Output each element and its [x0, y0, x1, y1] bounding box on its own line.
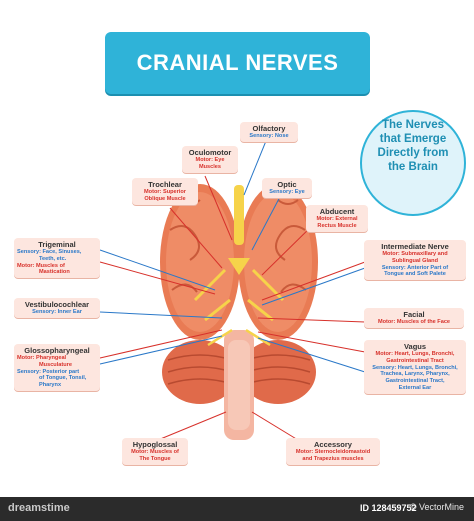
- nerve-sensory: Gastrointestinal Tract,: [385, 378, 445, 385]
- nerve-name: Olfactory: [252, 124, 286, 133]
- nerve-name: Optic: [277, 180, 297, 189]
- nerve-motor: Motor: Eye: [195, 157, 225, 163]
- nerve-sensory: Pharynx: [39, 382, 62, 389]
- label-oculomotor: Oculomotor Motor: Eye Muscles: [182, 146, 238, 173]
- nerve-motor: Muscles: [198, 163, 222, 170]
- tagline-line: The Nerves: [381, 119, 444, 131]
- tagline-text: The Nerves that Emerge Directly from the…: [360, 118, 466, 174]
- nerve-sensory: Sensory: Eye: [269, 189, 305, 195]
- footer-id: ID 128459752: [360, 503, 417, 513]
- label-olfactory: Olfactory Sensory: Nose: [240, 122, 298, 142]
- nerve-motor: Motor: Sternocleidomastoid: [295, 449, 371, 455]
- nerve-motor: Motor: Muscles of the Face: [377, 319, 451, 325]
- tagline-line: the Brain: [388, 161, 438, 173]
- label-trochlear: Trochlear Motor: Superior Oblique Muscle: [132, 178, 198, 205]
- nerve-motor: Motor: External: [316, 216, 358, 222]
- nerve-sensory: Sensory: Posterior part: [17, 368, 80, 375]
- nerve-name: Vestibulocochlear: [24, 300, 90, 309]
- nerve-motor: and Trapezius muscles: [302, 455, 364, 462]
- tagline-line: that Emerge: [379, 133, 447, 145]
- nerve-sensory: of Tongue, Tonsil,: [39, 375, 87, 382]
- nerve-sensory: Sensory: Inner Ear: [32, 309, 82, 315]
- footer-bar: [0, 497, 474, 521]
- nerve-sensory: Sensory: Nose: [249, 133, 289, 139]
- nerve-motor: Motor: Pharyngeal: [17, 355, 67, 361]
- label-intermediate-nerve: Intermediate Nerve Motor: Submaxillary a…: [364, 240, 466, 281]
- nerve-sensory: Tongue and Soft Palete: [384, 271, 446, 278]
- label-accessory: Accessory Motor: Sternocleidomastoid and…: [286, 438, 380, 465]
- nerve-sensory: External Ear: [398, 384, 432, 391]
- label-facial: Facial Motor: Muscles of the Face: [364, 308, 464, 328]
- nerve-motor: Motor: Heart, Lungs, Bronchi,: [375, 351, 455, 357]
- brainstem: [224, 330, 254, 440]
- footer-credit: © VectorMine: [409, 502, 464, 512]
- label-glossopharyngeal: Glossopharyngeal Motor: Pharyngeal Muscu…: [14, 344, 100, 391]
- label-vagus: Vagus Motor: Heart, Lungs, Bronchi, Gast…: [364, 340, 466, 394]
- nerve-name: Hypoglossal: [132, 440, 178, 449]
- nerve-motor: Musculature: [39, 361, 72, 368]
- nerve-name: Abducent: [319, 207, 355, 216]
- nerve-name: Facial: [403, 310, 425, 319]
- nerve-motor: Gastrointestinal Tract: [386, 357, 444, 364]
- nerve-sensory: Trachea, Larynx, Pharynx,: [380, 371, 450, 378]
- label-abducent: Abducent Motor: External Rectus Muscle: [306, 205, 368, 232]
- nerve-motor: Motor: Superior: [144, 189, 186, 195]
- nerve-motor: Rectus Muscle: [317, 222, 357, 229]
- nerve-name: Vagus: [403, 342, 427, 351]
- leader-lines: [99, 135, 366, 441]
- cranial-nerve-fibers: [193, 185, 285, 347]
- nerve-name: Oculomotor: [188, 148, 232, 157]
- nerve-name: Glossopharyngeal: [24, 346, 90, 355]
- label-vestibulocochlear: Vestibulocochlear Sensory: Inner Ear: [14, 298, 100, 318]
- nerve-name: Accessory: [314, 440, 352, 449]
- nerve-sensory: Sensory: Face, Sinuses,: [17, 249, 82, 255]
- nerve-motor: Motor: Muscles of: [17, 262, 65, 269]
- nerve-motor: Mastication: [39, 269, 70, 276]
- label-hypoglossal: Hypoglossal Motor: Muscles of The Tongue: [122, 438, 188, 465]
- page-title: CRANIAL NERVES: [136, 50, 339, 75]
- nerve-sensory: Sensory: Heart, Lungs, Bronchi,: [372, 364, 458, 371]
- brain-cerebellum: [162, 340, 316, 404]
- tagline-badge: [360, 110, 466, 216]
- nerve-name: Trigeminal: [38, 240, 76, 249]
- nerve-motor: Oblique Muscle: [144, 195, 186, 202]
- nerve-motor: Sublingual Gland: [392, 257, 438, 264]
- footer-brand: dreamstime: [8, 502, 70, 514]
- title-banner: [105, 32, 370, 94]
- label-optic: Optic Sensory: Eye: [262, 178, 312, 198]
- brain-cerebrum: [160, 184, 318, 340]
- nerve-sensory: Teeth, etc.: [39, 255, 67, 262]
- nerve-motor: The Tongue: [139, 455, 171, 462]
- nerve-name: Trochlear: [148, 180, 182, 189]
- nerve-motor: Motor: Muscles of: [131, 449, 179, 455]
- nerve-name: Intermediate Nerve: [381, 242, 449, 251]
- nerve-sensory: Sensory: Anterior Part of: [381, 264, 449, 271]
- label-trigeminal: Trigeminal Sensory: Face, Sinuses, Teeth…: [14, 238, 100, 279]
- tagline-line: Directly from: [377, 147, 449, 159]
- nerve-motor: Motor: Submaxillary and: [382, 251, 448, 257]
